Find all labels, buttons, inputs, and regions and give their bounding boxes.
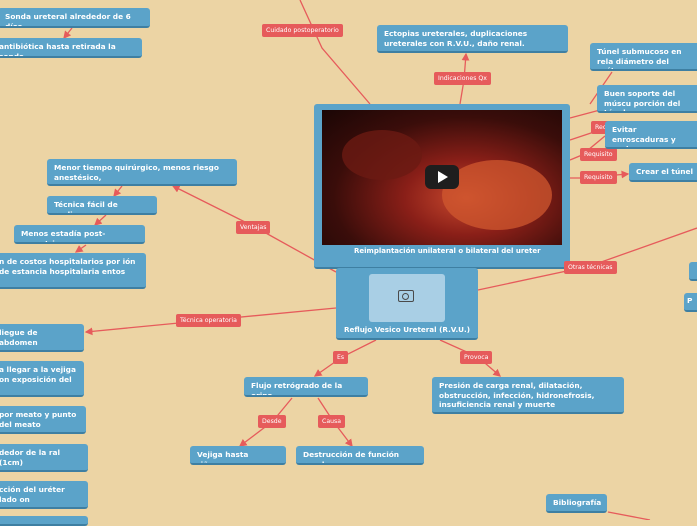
- node-vejiga-rinones[interactable]: Vejiga hasta riñones: [190, 446, 286, 465]
- edge-ventajas-chain-1: [113, 185, 123, 198]
- camera-icon: [398, 290, 414, 302]
- surgery-video[interactable]: [322, 110, 562, 245]
- edge-ventajas-chain-3: [74, 244, 87, 253]
- tag-tecnica-operatoria[interactable]: Técnica operatoria: [176, 314, 241, 327]
- node-costos[interactable]: n de costos hospitalarios por ión de est…: [0, 253, 146, 289]
- node-llegar-vejiga[interactable]: a llegar a la vejiga on exposición del: [0, 361, 84, 397]
- tag-provoca[interactable]: Provoca: [460, 351, 493, 364]
- node-alrededor[interactable]: dedor de la ral (1cm): [0, 444, 88, 472]
- video-caption: Reimplantación unilateral o bilateral de…: [354, 247, 541, 255]
- node-flujo-retrogrado[interactable]: Flujo retrógrado de la orina: [244, 377, 368, 397]
- node-crear-tunel[interactable]: Crear el túnel c: [629, 163, 697, 182]
- node-menor-tiempo[interactable]: Menor tiempo quirúrgico, menos riesgo an…: [47, 159, 237, 186]
- edge-cuidado: [299, 0, 371, 105]
- node-evitar-enroscaduras[interactable]: Evitar enroscaduras y ureter: [605, 121, 697, 149]
- node-destruccion-funcion[interactable]: Destrucción de función renal: [296, 446, 424, 465]
- node-buen-soporte[interactable]: Buen soporte del múscu porción del túnel: [597, 85, 697, 113]
- image-placeholder[interactable]: [369, 274, 445, 322]
- node-right-stub-2-label: P: [687, 296, 693, 305]
- node-bibliografia[interactable]: Bibliografía: [546, 494, 607, 513]
- node-bottom-stub[interactable]: [0, 516, 88, 526]
- tag-causa[interactable]: Causa: [318, 415, 346, 428]
- tag-otras-tecnicas[interactable]: Otras técnicas: [564, 261, 617, 274]
- node-tunel-submucoso[interactable]: Túnel submucoso en rela diámetro del uré…: [590, 43, 697, 71]
- central-topic-label: Reflujo Vesico Ureteral (R.V.U.): [343, 325, 471, 334]
- node-right-stub-2[interactable]: P: [684, 293, 697, 312]
- node-presion-carga[interactable]: Presión de carga renal, dilatación, obst…: [432, 377, 624, 414]
- edge-requisito-1: [569, 109, 601, 119]
- tag-indicaciones-qx[interactable]: Indicaciones Qx: [434, 72, 491, 85]
- node-meato[interactable]: por meato y punto del meato: [0, 406, 86, 434]
- play-icon[interactable]: [425, 165, 459, 189]
- central-topic[interactable]: Reflujo Vesico Ureteral (R.V.U.): [336, 268, 478, 340]
- tag-ventajas[interactable]: Ventajas: [236, 221, 271, 234]
- node-right-stub-1[interactable]: [689, 262, 697, 281]
- video-node: Reimplantación unilateral o bilateral de…: [314, 104, 570, 269]
- node-antibiotica[interactable]: antibiótica hasta retirada la sonda: [0, 38, 142, 58]
- node-menos-estadia[interactable]: Menos estadía post-operatria: [14, 225, 145, 244]
- node-tecnica-facil[interactable]: Técnica fácil de realizar: [47, 196, 157, 215]
- tag-cuidado-postoperatorio[interactable]: Cuidado postoperatorio: [262, 24, 343, 37]
- tag-requisito-3[interactable]: Requisito: [580, 171, 617, 184]
- node-reccion-ureter[interactable]: cción del uréter lado on: [0, 481, 88, 509]
- node-despliegue-abdomen[interactable]: liegue de abdomen: [0, 324, 84, 352]
- tag-requisito-2[interactable]: Requisito: [580, 148, 617, 161]
- edge-cuidado-chain: [63, 27, 73, 40]
- node-ectopias[interactable]: Ectopias ureterales, duplicaciones urete…: [377, 25, 568, 53]
- edge-bibliografia: [607, 511, 651, 520]
- node-sonda-ureteral[interactable]: Sonda ureteral alrededor de 6 días: [0, 8, 150, 28]
- tag-es[interactable]: Es: [333, 351, 349, 364]
- tag-desde[interactable]: Desde: [258, 415, 286, 428]
- edge-ventajas-chain-2: [94, 214, 107, 226]
